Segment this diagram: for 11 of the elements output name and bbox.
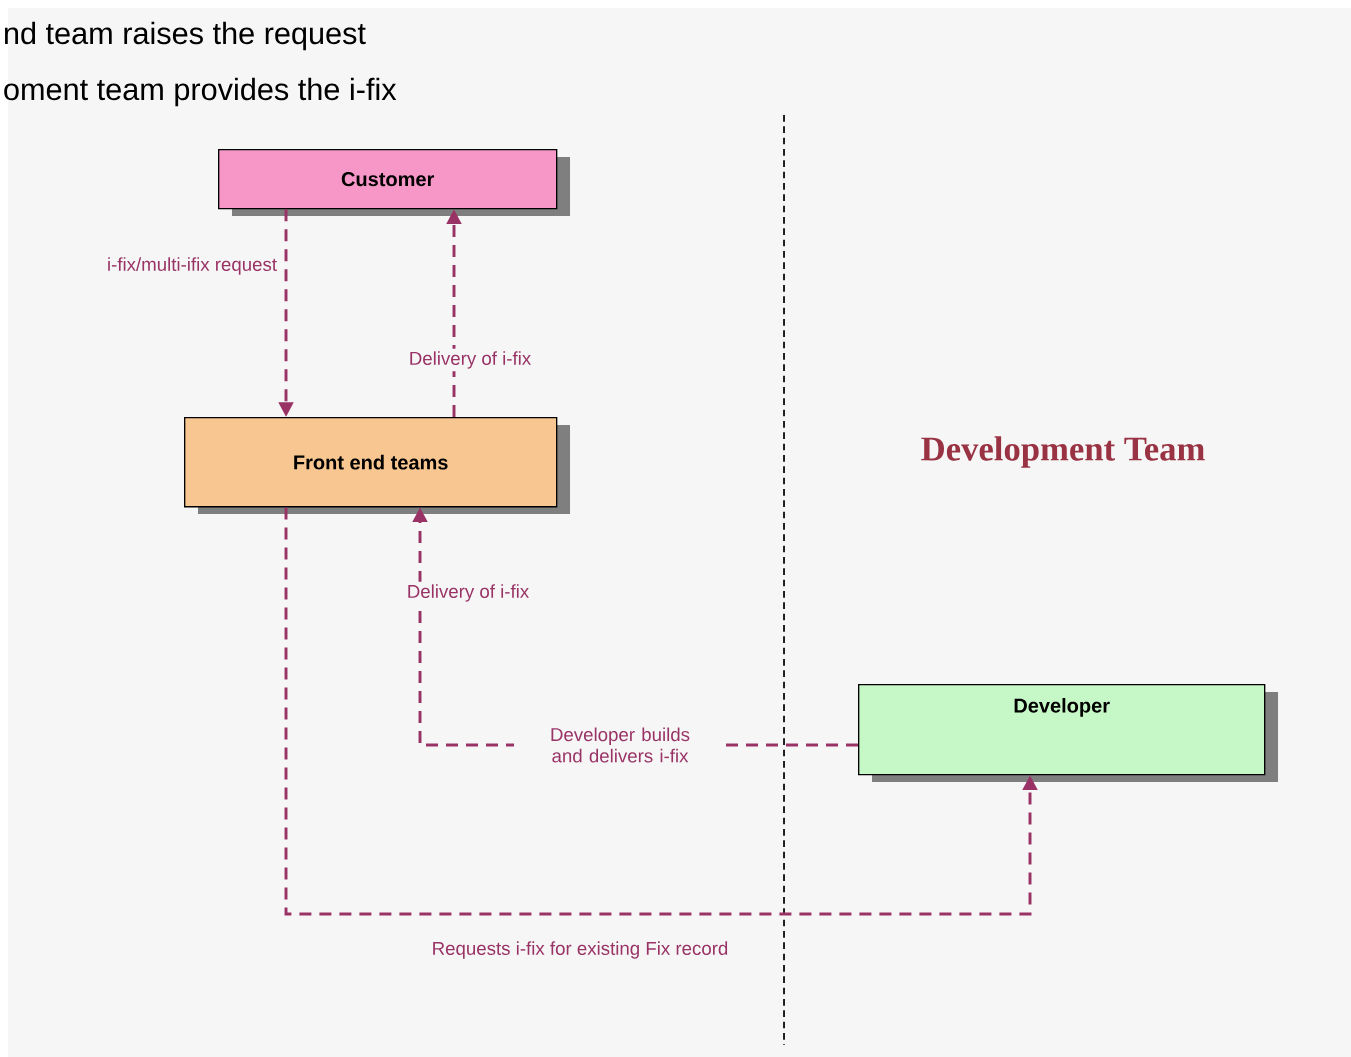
process-box: Customer	[218, 149, 570, 216]
edge-label: Delivery of i-fix	[410, 351, 531, 369]
line-label: Delivery of i-fix	[408, 584, 529, 602]
edge-label: Requests i-fix for existing Fix record	[433, 941, 728, 959]
process-box: Front end teams	[184, 417, 570, 514]
edge-label: Developer builds and delivers i-fix	[551, 727, 690, 763]
note-text: oment team provides the i-fix	[4, 77, 397, 107]
note-text: nd team raises the request	[4, 21, 366, 51]
process-box: Developer	[858, 684, 1278, 782]
section-heading: Development Team	[921, 436, 1205, 468]
edge-label: i-fix/multi-ifix request	[108, 257, 277, 275]
